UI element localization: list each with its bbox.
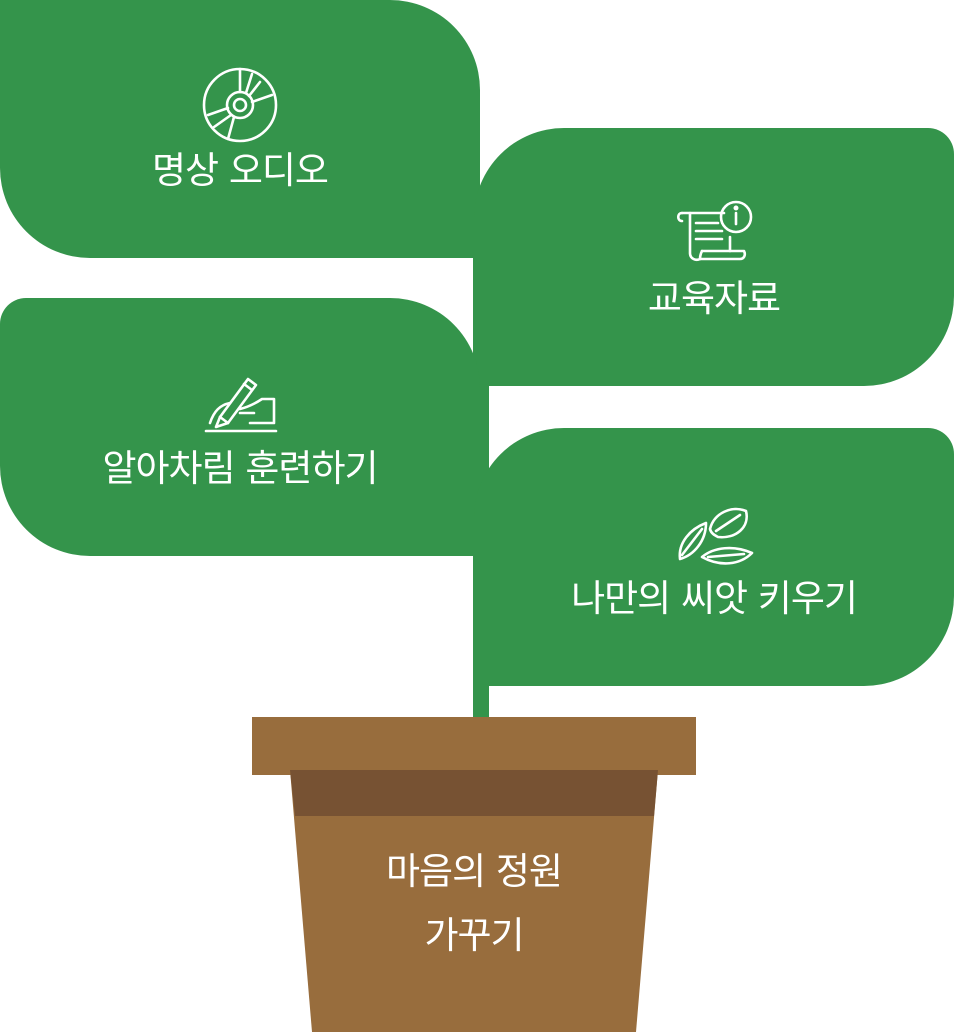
seeds-icon: [674, 493, 754, 573]
leaf-meditation-audio[interactable]: 명상 오디오: [0, 0, 480, 258]
leaf-label: 교육자료: [647, 276, 781, 320]
hand-writing-icon: [200, 363, 280, 443]
disc-icon: [200, 65, 280, 145]
leaf-educational-materials[interactable]: 교육자료: [474, 128, 954, 386]
pot-label-line-1: 마음의 정원: [386, 850, 563, 893]
leaf-label: 알아차림 훈련하기: [102, 446, 378, 490]
leaf-mindfulness-training[interactable]: 알아차림 훈련하기: [0, 298, 480, 556]
leaf-grow-my-seed[interactable]: 나만의 씨앗 키우기: [474, 428, 954, 686]
leaf-label: 나만의 씨앗 키우기: [571, 576, 858, 620]
leaf-label: 명상 오디오: [152, 148, 329, 192]
document-info-icon: [674, 193, 754, 273]
pot-label-line-2: 가꾸기: [424, 914, 524, 957]
pot-label-garden-of-mind[interactable]: 마음의 정원 가꾸기: [290, 840, 658, 968]
flower-pot: [290, 770, 658, 1032]
pot-rim: [252, 717, 696, 775]
